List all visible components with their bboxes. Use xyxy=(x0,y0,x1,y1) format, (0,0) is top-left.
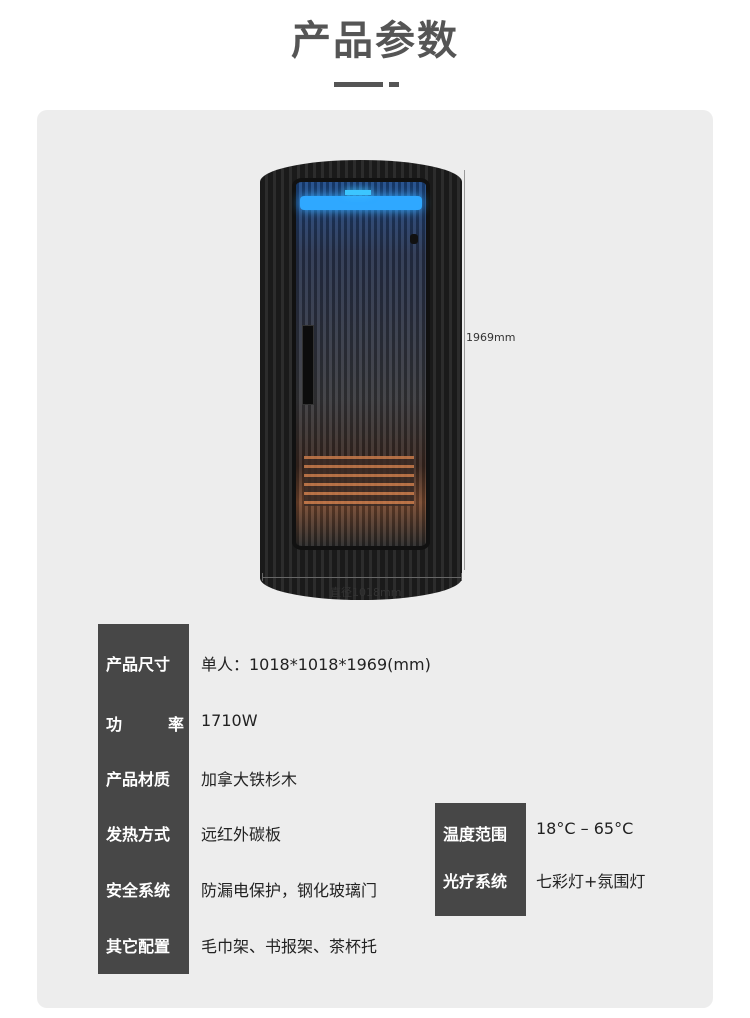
spec-label-power-b: 率 xyxy=(167,715,184,734)
spec-label-heating: 发热方式 xyxy=(106,825,171,844)
diameter-tick-right xyxy=(461,573,462,581)
spec-value-material: 加拿大铁杉木 xyxy=(201,770,298,789)
spec-value-other: 毛巾架、书报架、茶杯托 xyxy=(201,937,378,956)
spec-label-column xyxy=(98,624,189,974)
page-title: 产品参数 xyxy=(291,18,459,64)
spec-label-light: 光疗系统 xyxy=(443,872,508,891)
height-label: 1969mm xyxy=(466,331,516,344)
spec-value-temperature: 18°C – 65°C xyxy=(536,819,634,838)
title-divider-dot xyxy=(389,82,399,87)
spec-label-material: 产品材质 xyxy=(106,770,171,789)
top-light xyxy=(300,196,422,210)
door-hinge xyxy=(410,234,418,244)
door-handle xyxy=(302,325,314,405)
diameter-dimension-line xyxy=(262,577,462,578)
title-divider xyxy=(334,82,383,87)
lamp xyxy=(345,190,371,195)
spec-value-size: 单人：1018*1018*1969(mm) xyxy=(201,655,431,674)
spec-value-safety: 防漏电保护，钢化玻璃门 xyxy=(201,881,378,900)
spec-label-safety: 安全系统 xyxy=(106,881,171,900)
spec-label-column-right xyxy=(435,803,526,916)
spec-label-other: 其它配置 xyxy=(106,937,171,956)
spec-value-heating: 远红外碳板 xyxy=(201,825,282,844)
spec-label-size: 产品尺寸 xyxy=(106,655,171,674)
spec-label-power-a: 功 xyxy=(106,715,123,734)
spec-label-temperature: 温度范围 xyxy=(443,825,508,844)
diameter-label: 直径1018mm xyxy=(330,586,402,599)
heater-panel xyxy=(304,456,414,506)
spec-value-light: 七彩灯+氛围灯 xyxy=(536,872,646,891)
height-dimension-line xyxy=(464,170,465,570)
spec-value-power: 1710W xyxy=(201,711,258,730)
diameter-tick-left xyxy=(262,573,263,581)
spec-label-power: 功 率 xyxy=(106,711,184,735)
